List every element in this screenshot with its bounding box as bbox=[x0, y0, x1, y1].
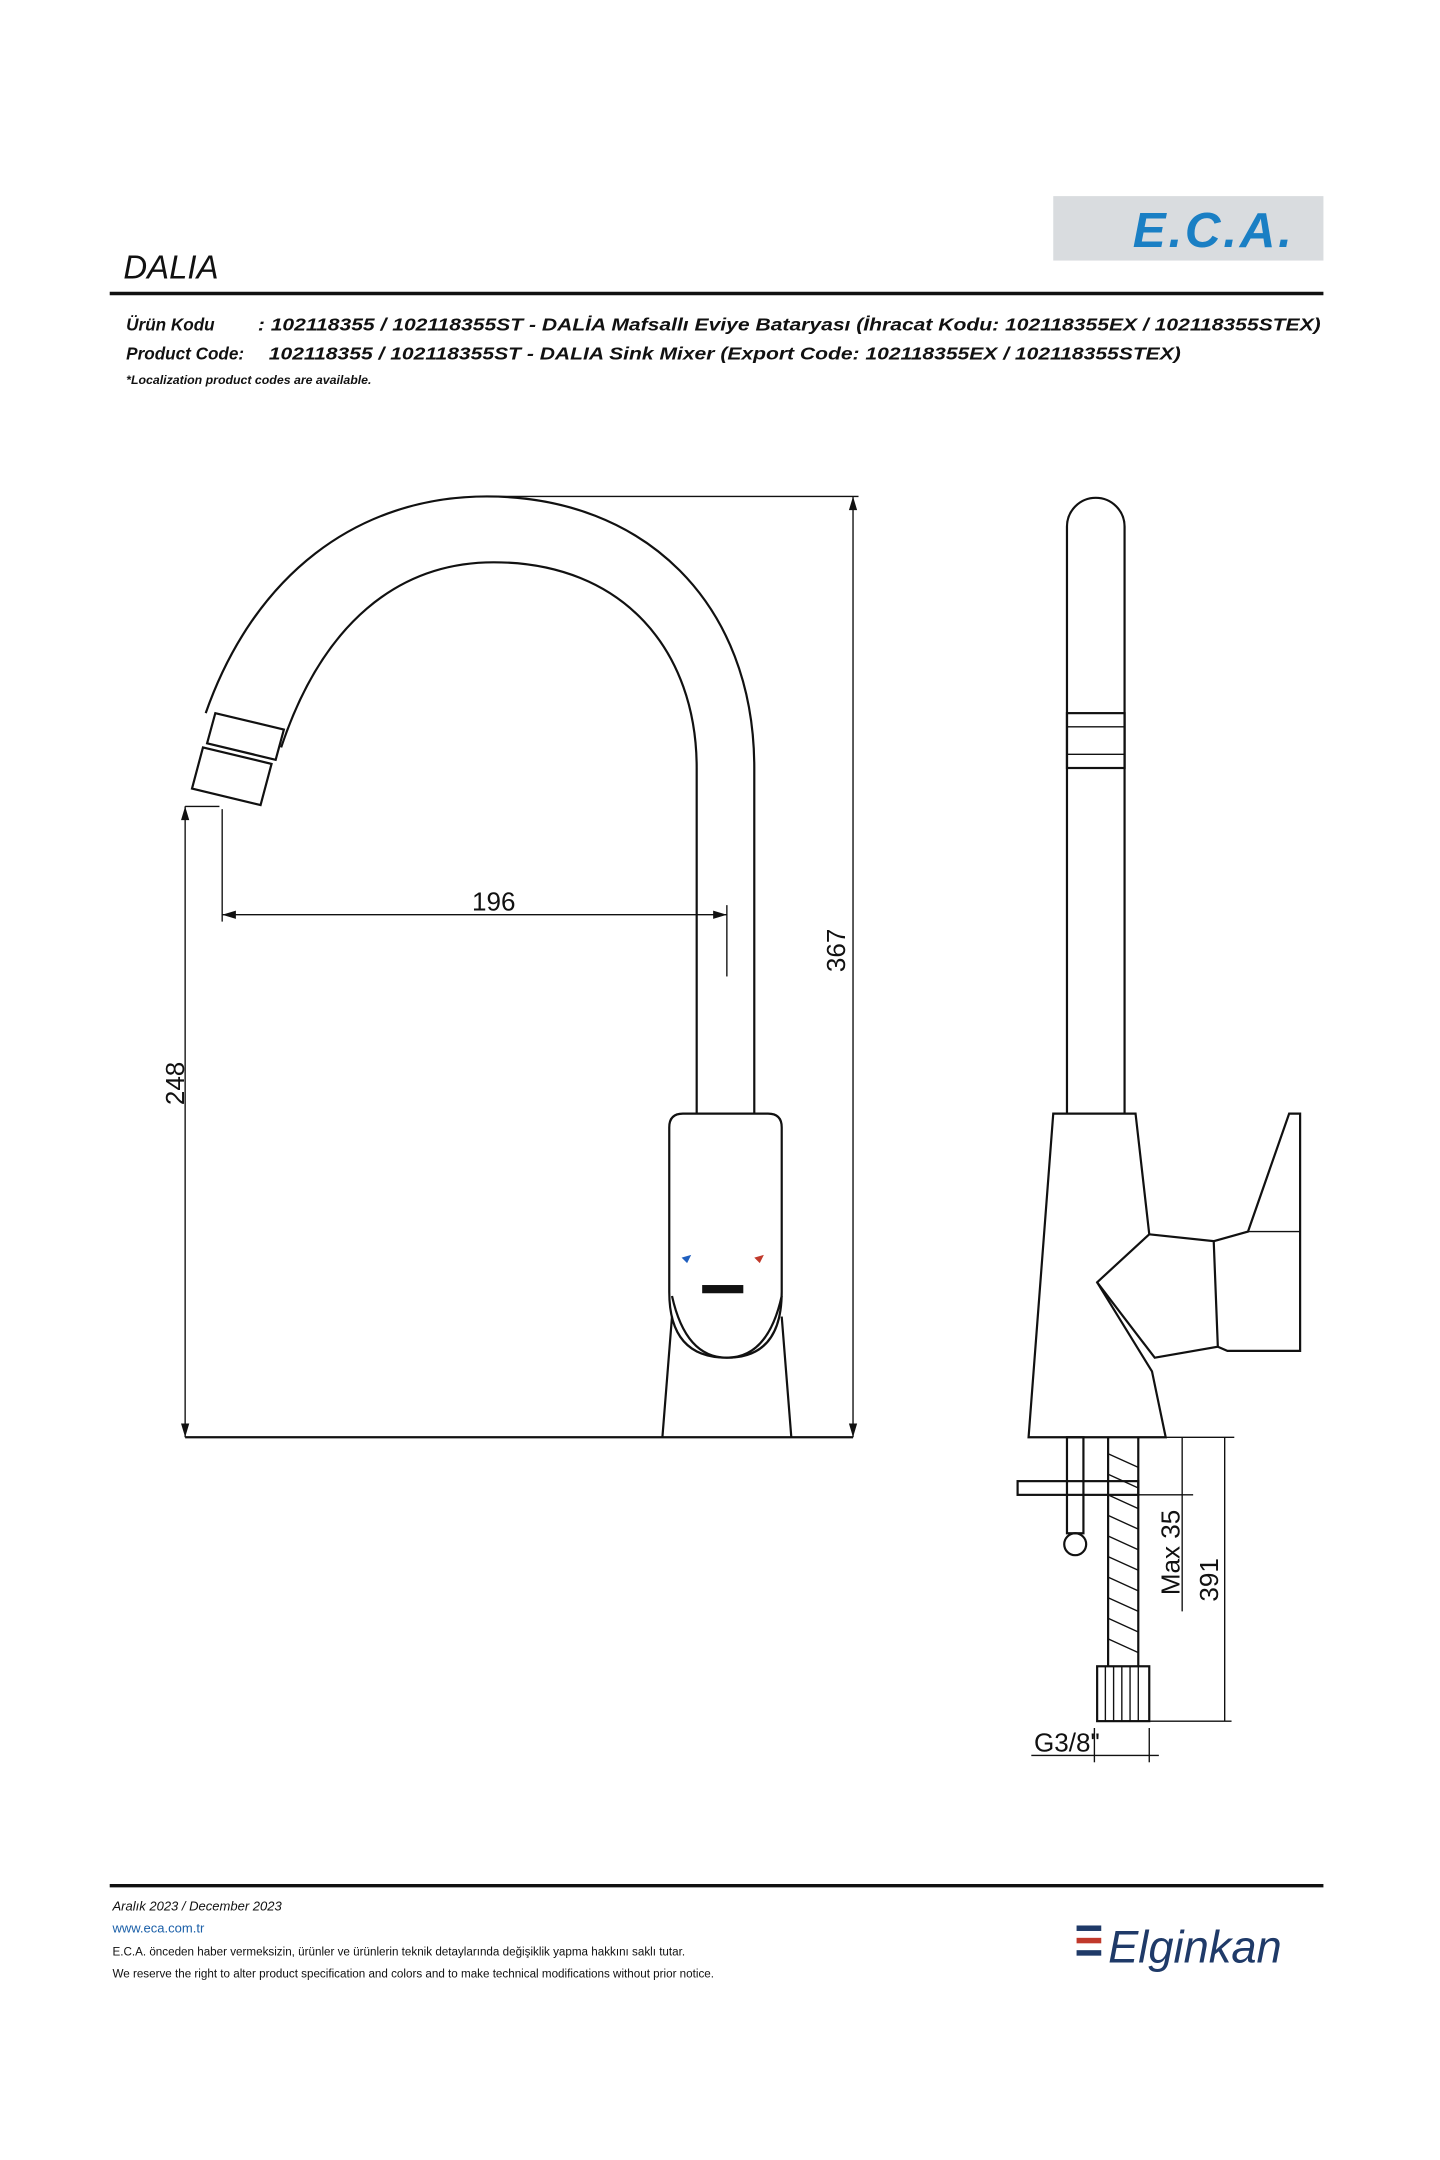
urun-kodu-label: Ürün Kodu bbox=[126, 315, 215, 335]
dim-height: 367 bbox=[821, 929, 851, 972]
svg-text:E.C.A.: E.C.A. bbox=[1133, 203, 1295, 258]
footer-date: Aralık 2023 / December 2023 bbox=[111, 1898, 282, 1913]
dim-hose-length: 391 bbox=[1194, 1558, 1224, 1601]
front-view-drawing bbox=[181, 495, 859, 1439]
product-code-label: Product Code: bbox=[126, 343, 244, 363]
product-code-text: 102118355 / 102118355ST - DALIA Sink Mix… bbox=[269, 343, 1181, 363]
footer-disclaimer-en: We reserve the right to alter product sp… bbox=[112, 1968, 714, 1981]
eca-logo: E.C.A. bbox=[1053, 196, 1324, 261]
footer-website[interactable]: www.eca.com.tr bbox=[111, 1920, 205, 1935]
svg-text:Elginkan: Elginkan bbox=[1108, 1922, 1282, 1973]
elginkan-logo: Elginkan bbox=[1076, 1922, 1282, 1973]
dim-spout-height: 248 bbox=[160, 1062, 190, 1105]
dim-max-thickness: Max 35 bbox=[1155, 1510, 1185, 1595]
urun-kodu-text: : 102118355 / 102118355ST - DALİA Mafsal… bbox=[258, 315, 1321, 335]
dim-thread: G3/8" bbox=[1034, 1727, 1100, 1757]
footer-disclaimer-tr: E.C.A. önceden haber vermeksizin, ürünle… bbox=[112, 1946, 685, 1959]
dim-reach: 196 bbox=[472, 887, 515, 917]
localization-note: *Localization product codes are availabl… bbox=[126, 373, 371, 387]
side-view-drawing bbox=[1016, 496, 1302, 1763]
product-title: DALIA bbox=[123, 248, 218, 285]
